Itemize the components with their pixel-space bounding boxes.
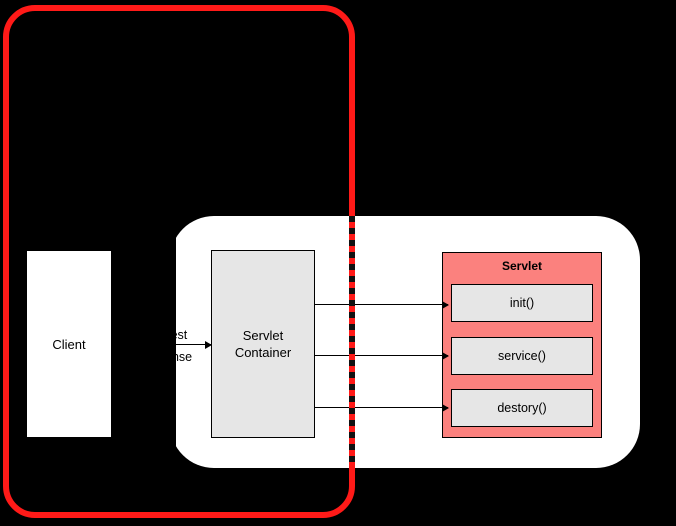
arrowhead-icon bbox=[205, 340, 212, 349]
client-box[interactable]: Client bbox=[26, 250, 112, 438]
servlet-container-label-line1: Servlet bbox=[242, 328, 284, 343]
servlet-container-box[interactable]: Servlet Container bbox=[211, 250, 315, 438]
arrow-container-to-destory bbox=[315, 403, 449, 412]
servlet-method-service[interactable]: service() bbox=[451, 337, 593, 375]
client-label: Client bbox=[52, 336, 86, 352]
servlet-panel[interactable]: Servlet init() service() destory() bbox=[442, 252, 602, 438]
arrow-container-to-init bbox=[315, 300, 449, 309]
arrowhead-icon bbox=[442, 351, 449, 360]
servlet-container-label-line2: Container bbox=[234, 345, 292, 360]
servlet-method-destory-label: destory() bbox=[497, 401, 547, 415]
servlet-method-init[interactable]: init() bbox=[451, 284, 593, 322]
arrowhead-icon bbox=[442, 300, 449, 309]
red-highlight-rectangle bbox=[3, 5, 355, 518]
servlet-method-init-label: init() bbox=[509, 296, 535, 310]
servlet-panel-title: Servlet bbox=[501, 259, 543, 273]
arrow-container-to-service bbox=[315, 351, 449, 360]
red-highlight-dashed-edge bbox=[349, 216, 355, 468]
servlet-method-service-label: service() bbox=[498, 349, 546, 363]
servlet-method-destory[interactable]: destory() bbox=[451, 389, 593, 427]
arrowhead-icon bbox=[442, 403, 449, 412]
occlusion-overlay bbox=[112, 216, 176, 468]
